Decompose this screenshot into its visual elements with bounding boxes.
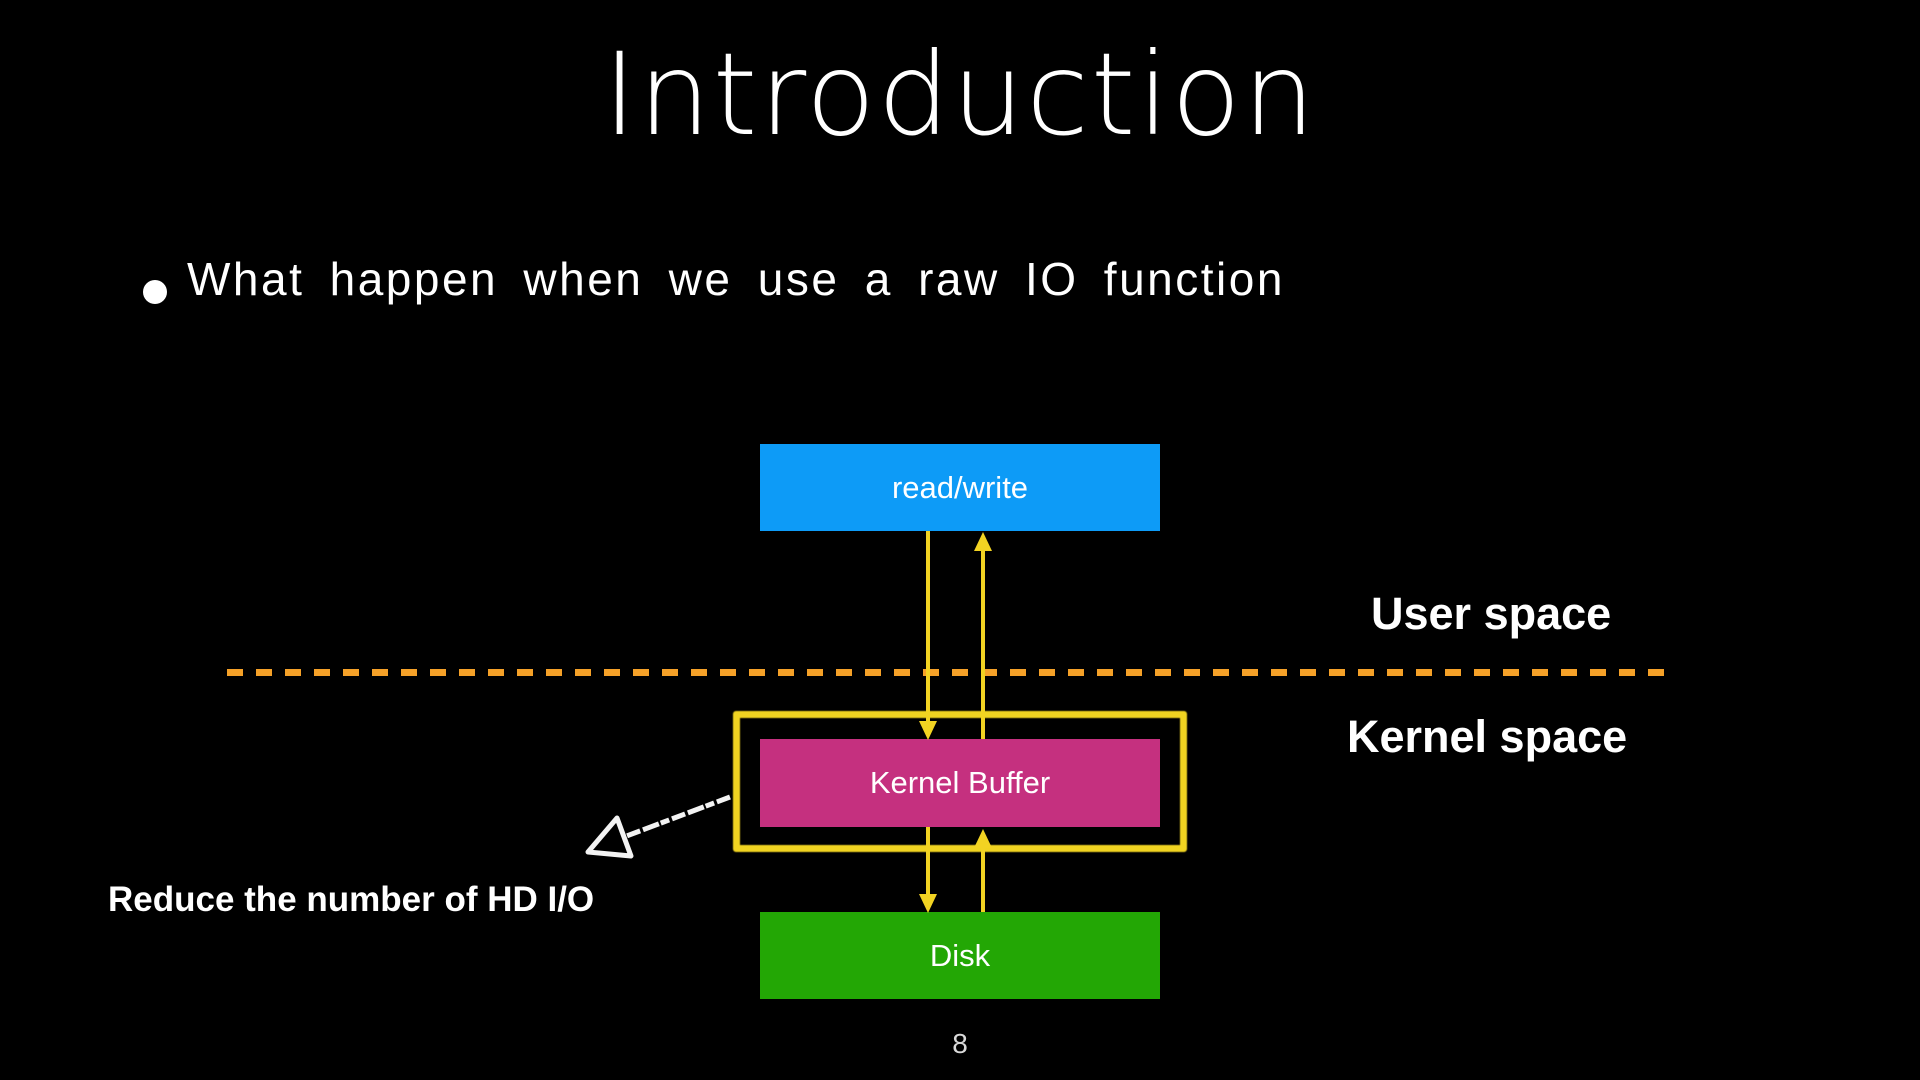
space-divider-dashed-line xyxy=(227,669,1674,676)
kernel-buffer-box: Kernel Buffer xyxy=(760,739,1160,827)
user-space-label: User space xyxy=(1371,588,1612,639)
down-arrow-kernel-to-disk-head xyxy=(919,894,937,913)
bullet-dot-icon xyxy=(143,280,167,304)
disk-box: Disk xyxy=(760,912,1160,999)
page-number: 8 xyxy=(952,1028,968,1059)
kernel-buffer-highlight-frame xyxy=(733,711,1187,852)
read-write-box: read/write xyxy=(760,444,1160,531)
kernel-space-label: Kernel space xyxy=(1347,711,1628,762)
chalk-arrow-head xyxy=(585,815,634,859)
chalk-arrow-line xyxy=(623,794,731,840)
up-arrow-kernel-to-user-head xyxy=(974,532,992,551)
bullet-item: What happen when we use a raw IO functio… xyxy=(143,252,1285,306)
slide-title: Introduction xyxy=(602,28,1318,161)
bullet-text: What happen when we use a raw IO functio… xyxy=(187,253,1285,305)
disk-label: Disk xyxy=(929,937,991,973)
kernel-buffer-label: Kernel Buffer xyxy=(869,765,1051,800)
reduce-hd-io-annotation: Reduce the number of HD I/O xyxy=(108,880,595,919)
read-write-label: read/write xyxy=(891,469,1029,505)
